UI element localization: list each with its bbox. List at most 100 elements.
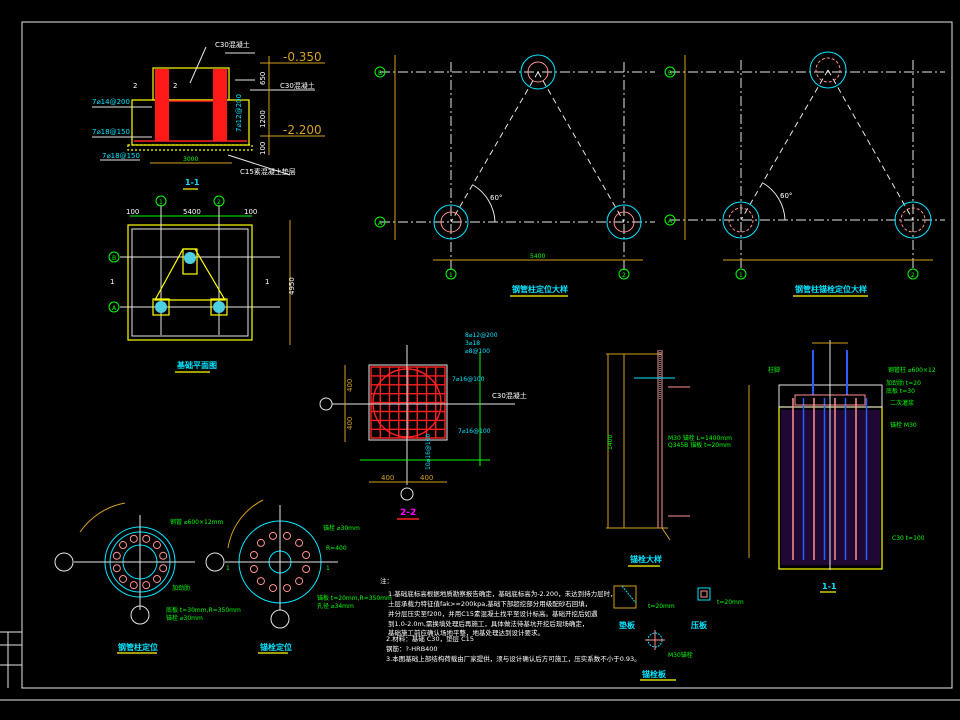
note-1: 钢管 ⌀600×12mm xyxy=(170,518,223,526)
dim-mid: 5400 xyxy=(183,208,201,216)
bolt-hole xyxy=(295,577,304,586)
bolt-hole xyxy=(295,538,304,547)
bolt-hole xyxy=(142,534,151,543)
axis-2: 2 xyxy=(622,272,626,279)
bolt-hole xyxy=(152,574,161,583)
note-a: 钢管柱 ⌀600×12 xyxy=(888,366,936,374)
anchor-layout-detail: B A 1 2 60° 钢管柱锚栓定位大样 xyxy=(664,51,945,297)
dim-left: 100 xyxy=(126,208,139,216)
axis-b: B xyxy=(668,70,672,77)
dim-total: 4950 xyxy=(288,277,296,295)
section-1-1-elevation: C30混凝土 C30混凝土 C15素混凝土垫层 -0.350 -2.200 65… xyxy=(92,40,325,190)
axis-1: 1 xyxy=(159,199,163,206)
axis-2: 2 xyxy=(911,272,915,279)
dim-3000: 3000 xyxy=(183,156,198,163)
note-1: t=20mm xyxy=(648,603,675,610)
detail-title: 锚栓定位 xyxy=(260,642,292,652)
section-mark-left: 1 xyxy=(110,278,114,286)
bolt-hole xyxy=(129,534,138,543)
note-d: 二次灌浆 xyxy=(890,399,914,407)
detail-title: 锚栓大样 xyxy=(630,554,662,564)
rebar-label-3: 7⌀18@150 xyxy=(102,152,140,160)
dim-400-lower: 400 xyxy=(346,417,354,430)
dim-400-right: 400 xyxy=(420,474,433,482)
title-3: 锚栓板 xyxy=(642,669,667,679)
dim-1200: 1200 xyxy=(259,110,267,128)
bolt-hole xyxy=(152,541,161,550)
title-2: 压板 xyxy=(691,620,708,630)
section-mark-left: 1 xyxy=(226,565,230,572)
cushion-label: C15素混凝土垫层 xyxy=(240,167,296,176)
bolt-hole xyxy=(282,531,291,540)
section-title: 1-1 xyxy=(822,582,837,591)
bolt-hole xyxy=(159,564,168,573)
column-layout-detail: B A 1 2 60° 5400 钢管柱定位大样 xyxy=(374,54,655,297)
axis-a: A xyxy=(668,218,673,225)
rebar-label-2: 7⌀18@150 xyxy=(92,128,130,136)
bolt-hole xyxy=(256,538,265,547)
rebar-label-1: 7⌀14@200 xyxy=(92,98,130,106)
rebar-mid: 3⌀18 xyxy=(465,340,480,347)
bolt-hole xyxy=(249,564,258,573)
dim-total: 1400 xyxy=(607,435,614,450)
bolt-hole xyxy=(249,551,258,560)
note-3: 锚板 t=20mm,R=350mm xyxy=(317,594,392,602)
bolt-hole xyxy=(302,551,311,560)
bolt-hole xyxy=(269,531,278,540)
section-2-2: 8⌀12@200 3⌀18 ⌀8@100 7⌀16@100 7⌀16@100 1… xyxy=(319,332,527,520)
bolt-hole xyxy=(159,551,168,560)
notes-line: 基础施工前应确认场地平整，地基处理达到设计要求。 xyxy=(388,628,544,637)
rebar-stirrup: ⌀8@100 xyxy=(465,348,490,355)
notes-heading: 注： xyxy=(380,576,393,585)
notes-line: 1.基础底标高根据地质勘察报告确定，基础底标高为-2.200，未达到持力层时， xyxy=(388,589,617,598)
bolt-hole xyxy=(119,574,128,583)
notes-line: 到1.0-2.0m,需换填处理后再施工，具体做法待基坑开挖后现场确定， xyxy=(388,619,588,628)
title-block xyxy=(0,631,22,688)
bolt-hole xyxy=(269,584,278,593)
elevation-bottom: -2.200 xyxy=(283,123,322,137)
axis-1: 1 xyxy=(449,272,453,279)
dim-400-left: 400 xyxy=(381,474,394,482)
section-title: 1-1 xyxy=(185,178,200,187)
bolt-hole xyxy=(302,564,311,573)
concrete-label-top: C30混凝土 xyxy=(215,40,250,49)
angle-label: 60° xyxy=(490,194,502,202)
rebar-top: 8⌀12@200 xyxy=(465,332,498,339)
bolt-hole xyxy=(119,541,128,550)
rebar-a: 7⌀16@100 xyxy=(452,376,485,383)
general-notes: 注： 1.基础底标高根据地质勘察报告确定，基础底标高为-2.200，未达到持力层… xyxy=(380,576,641,663)
label-top: 柱脚 xyxy=(768,366,780,374)
rebar-vertical: 10⌀16@100 xyxy=(425,433,432,470)
note-b: 加劲肋 t=20 xyxy=(886,379,921,387)
rebar-label-side: 7⌀12@200 xyxy=(235,94,243,132)
concrete-label-mid: C30混凝土 xyxy=(280,81,315,90)
detail-title: 钢管柱定位 xyxy=(118,642,158,652)
drawing-frame xyxy=(0,21,960,701)
bolt-hole xyxy=(129,581,138,590)
bolt-hole xyxy=(112,564,121,573)
anchor-bolt-detail: 1400 M30 锚栓 L=1400mm Q345B 锚板 t=20mm 锚栓大… xyxy=(606,350,732,567)
note-2: t=20mm xyxy=(717,599,744,606)
detail-title: 钢管柱锚栓定位大样 xyxy=(795,284,867,294)
section-mark-right: 1 xyxy=(326,565,330,572)
section-mark-right: 1 xyxy=(265,278,269,286)
plate-details: t=20mm t=20mm M30锚栓 垫板 压板 锚栓板 xyxy=(613,585,744,681)
bolt-note-1: M30 锚栓 L=1400mm xyxy=(668,434,732,442)
dim-span: 5400 xyxy=(530,253,545,260)
axis-1: 1 xyxy=(739,272,743,279)
axis-b: B xyxy=(112,255,116,262)
note-f: C30 t=100 xyxy=(892,535,925,542)
note-3: M30锚栓 xyxy=(668,651,693,659)
angle-label: 60° xyxy=(780,192,792,200)
note-c: 底板 t=30 xyxy=(886,387,915,395)
note-3: 底板 t=30mm,R=350mm xyxy=(166,606,241,614)
rebar-b: 7⌀16@100 xyxy=(458,428,491,435)
bolt-hole xyxy=(142,581,151,590)
detail-title: 钢管柱定位大样 xyxy=(512,284,568,294)
notes-line: 并分层压实至f200，并用C15素混凝土找平至设计标高。基础开挖后如遇 xyxy=(388,609,598,618)
note-4: 孔径 ⌀34mm xyxy=(317,602,354,610)
note-2: 加劲肋 xyxy=(172,584,190,592)
axis-b: B xyxy=(378,70,382,77)
dim-right: 100 xyxy=(244,208,257,216)
